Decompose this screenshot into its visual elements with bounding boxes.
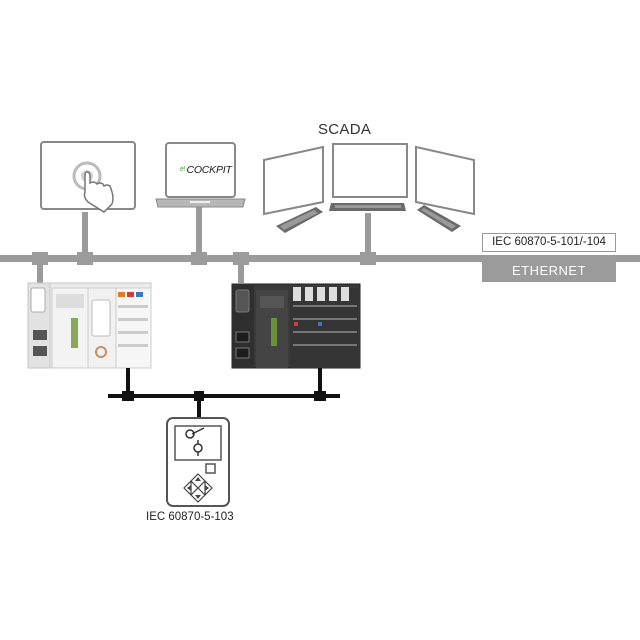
keyboard-icon: [276, 203, 461, 233]
controller-icon: [231, 283, 361, 369]
serial-bus: [108, 368, 340, 418]
ethernet-tag: ETHERNET: [482, 260, 616, 282]
ethernet-bus: [0, 206, 640, 283]
protocol-label-iec-103: IEC 60870-5-103: [146, 511, 234, 523]
protocol-label-iec-101-104: IEC 60870-5-101/-104: [482, 233, 616, 252]
cockpit-logo-name: COCKPIT: [186, 164, 232, 176]
laptop-icon: [155, 142, 246, 208]
controller-icon: [27, 282, 152, 369]
monitor-icon: [263, 143, 475, 216]
cockpit-logo: e!COCKPIT: [180, 164, 232, 176]
cockpit-logo-prefix: e!: [180, 166, 186, 173]
protection-relay-icon: [166, 417, 230, 507]
touch-screen-icon: [40, 141, 136, 213]
scada-label: SCADA: [318, 121, 372, 138]
